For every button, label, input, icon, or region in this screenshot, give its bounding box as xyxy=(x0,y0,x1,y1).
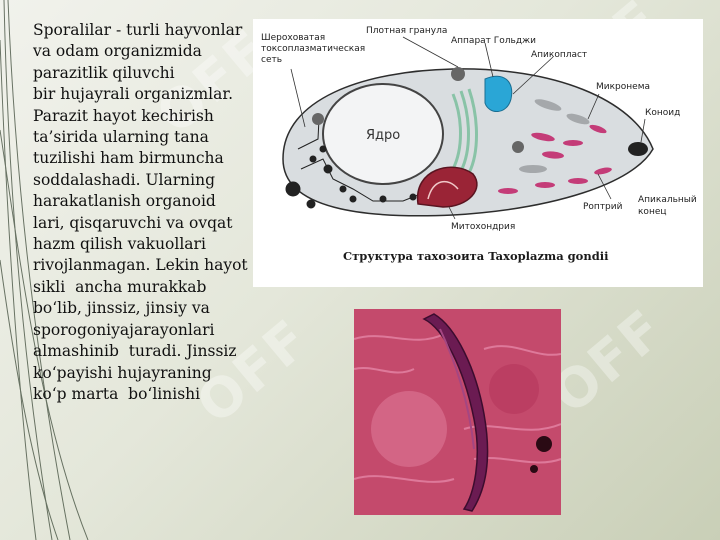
label-er-line1: Шероховатая xyxy=(261,33,325,43)
label-golgi: Аппарат Гольджи xyxy=(451,36,536,46)
conoid xyxy=(628,142,648,156)
label-dense-granule: Плотная гранула xyxy=(366,26,447,36)
apicoplast xyxy=(484,75,513,112)
label-apical-line1: Апикальный xyxy=(638,195,697,205)
micrograph-image xyxy=(354,309,561,515)
label-er-line3: сеть xyxy=(261,55,282,65)
golgi-apparatus xyxy=(451,88,478,174)
nucleus xyxy=(322,83,444,185)
toxoplasma-diagram: Ядро xyxy=(253,19,703,287)
mitochondria xyxy=(416,166,478,208)
label-conoid: Коноид xyxy=(645,108,680,118)
toxoplasma-diagram-figure: Ядро xyxy=(261,26,697,263)
label-microneme: Микронема xyxy=(596,82,650,92)
nucleus-label: Ядро xyxy=(366,128,400,143)
label-rhoptry: Роптрий xyxy=(583,202,623,212)
slide-body-text: Sporalilar - turli hayvonlar va odam org… xyxy=(33,21,248,403)
dense-granule xyxy=(451,67,465,81)
organelles xyxy=(498,124,612,194)
diagram-caption: Структура тахозоита Taxoplazma gondii xyxy=(343,249,609,263)
label-er-line2: токсоплазматическая xyxy=(261,44,365,54)
label-apical-line2: конец xyxy=(638,207,667,217)
label-apicoplast: Апикопласт xyxy=(531,50,587,60)
label-mitochondria: Митохондрия xyxy=(451,222,515,232)
